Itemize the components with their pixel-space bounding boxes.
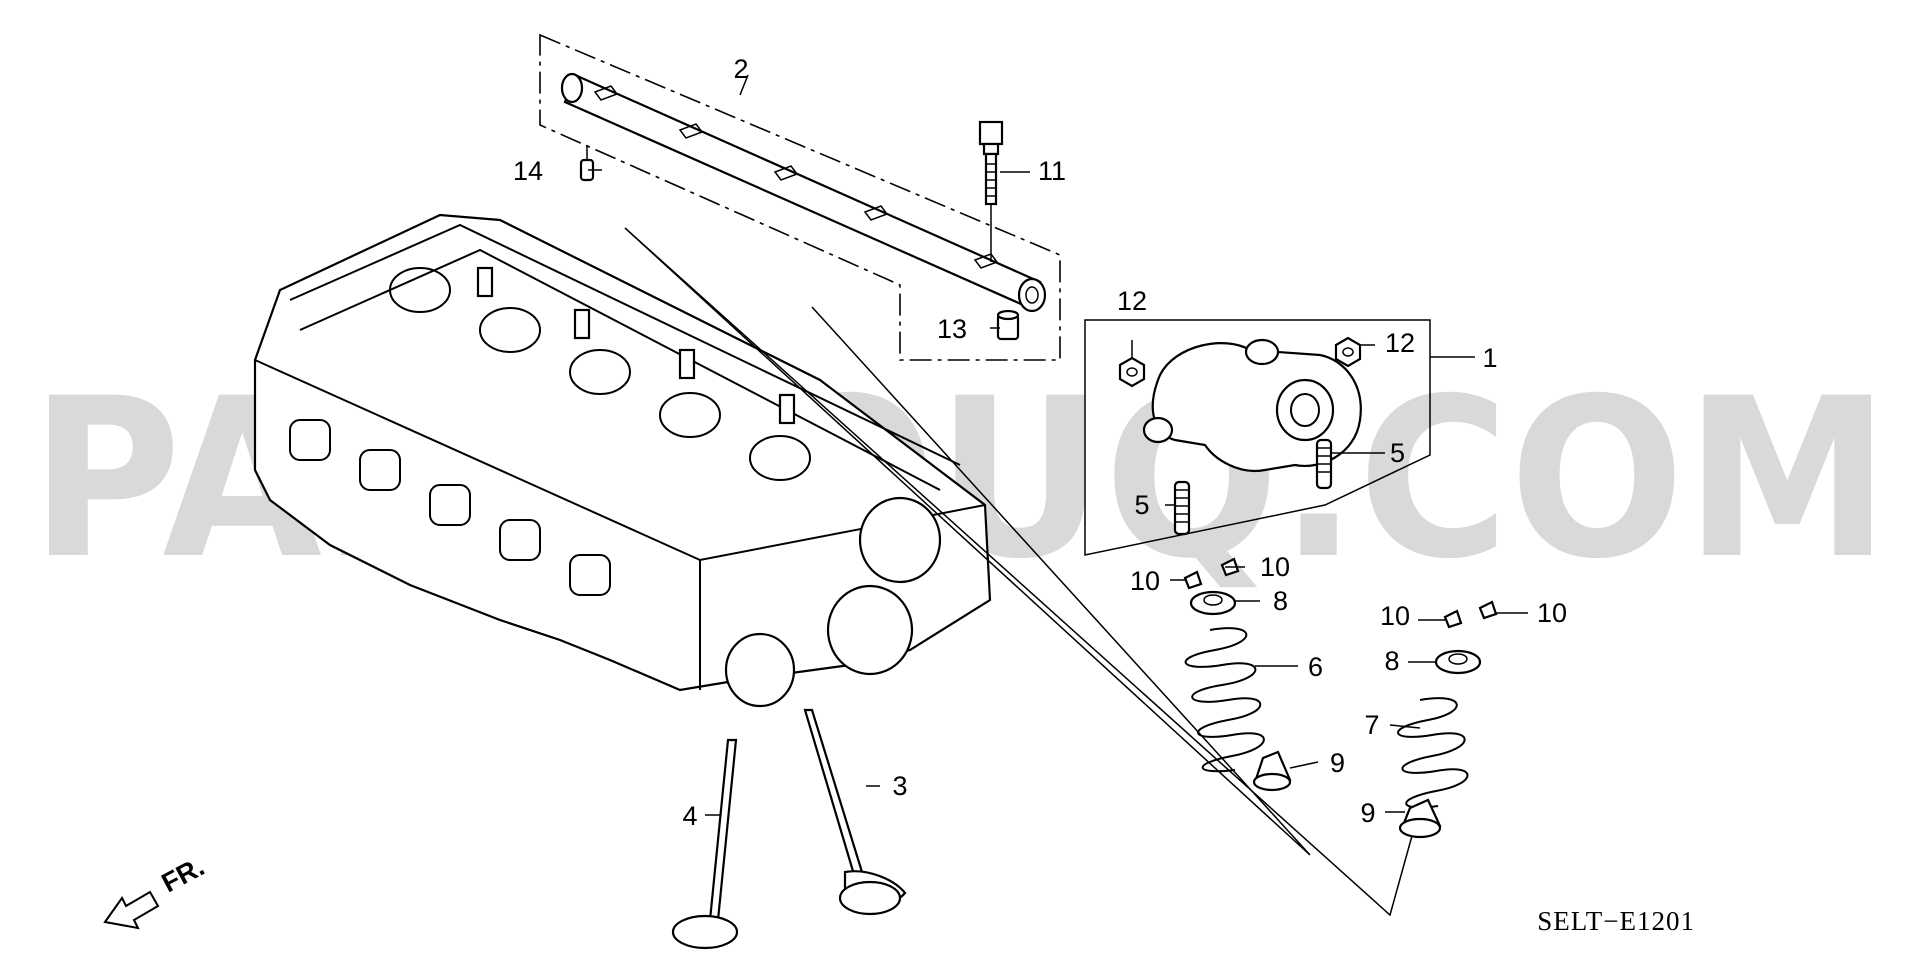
valve-cotter-3[interactable] (1443, 609, 1463, 629)
callout-9-left: 9 (1330, 748, 1345, 778)
callout-11: 11 (1038, 156, 1066, 186)
valve-stem-seal-left[interactable] (1252, 750, 1292, 792)
valve-stem-seal-right[interactable] (1398, 798, 1442, 839)
lock-nut-right[interactable] (1334, 336, 1362, 368)
valve-cotter-1[interactable] (1183, 570, 1203, 590)
valve-cotter-4[interactable] (1478, 600, 1498, 620)
arrow-down-left-icon (103, 890, 160, 930)
rocker-shaft-group-box (539, 33, 1061, 361)
spring-retainer-right[interactable] (1434, 649, 1482, 675)
callout-10-a: 10 (1260, 552, 1290, 582)
callout-2: 2 (733, 54, 748, 84)
leader-lines (588, 74, 1528, 816)
rocker-shaft-bolt[interactable] (978, 120, 1004, 262)
front-direction-marker: FR. (103, 851, 209, 930)
valve-spring-intake[interactable] (1184, 627, 1265, 773)
dowel-pin[interactable] (579, 145, 595, 182)
callout-10-b: 10 (1130, 566, 1160, 596)
callout-3: 3 (892, 771, 907, 801)
rocker-arm-assembly[interactable] (1142, 338, 1362, 473)
callout-5-right: 5 (1390, 438, 1405, 468)
shaft-plug[interactable] (996, 309, 1020, 341)
intake-valve[interactable] (671, 738, 739, 950)
callout-14: 14 (513, 156, 543, 186)
callout-4: 4 (682, 801, 697, 831)
callout-10-c: 10 (1380, 601, 1410, 631)
callout-12-left: 12 (1117, 286, 1147, 316)
callout-5-left: 5 (1134, 490, 1149, 520)
callout-7: 7 (1364, 710, 1379, 740)
callout-6: 6 (1308, 652, 1323, 682)
valve-spring-exhaust[interactable] (1397, 697, 1469, 809)
callout-8-left: 8 (1273, 586, 1288, 616)
rocker-shaft[interactable] (560, 72, 1047, 313)
callout-10-d: 10 (1537, 598, 1567, 628)
adjusting-screw-left[interactable] (1173, 480, 1191, 536)
spring-retainer-left[interactable] (1189, 590, 1237, 616)
callout-1: 1 (1482, 343, 1497, 373)
exhaust-valve[interactable] (803, 708, 907, 916)
lock-nut-left[interactable] (1118, 356, 1146, 388)
callout-12-right: 12 (1385, 328, 1415, 358)
diagram-code: SELT−E1201 (1537, 906, 1695, 936)
callout-9-right: 9 (1360, 798, 1375, 828)
front-label: FR. (157, 851, 209, 898)
rocker-arm-group-box (1084, 319, 1475, 556)
callout-13: 13 (937, 314, 967, 344)
cylinder-head (253, 213, 992, 708)
callout-8-right: 8 (1384, 646, 1399, 676)
adjusting-screw-right[interactable] (1315, 438, 1333, 490)
